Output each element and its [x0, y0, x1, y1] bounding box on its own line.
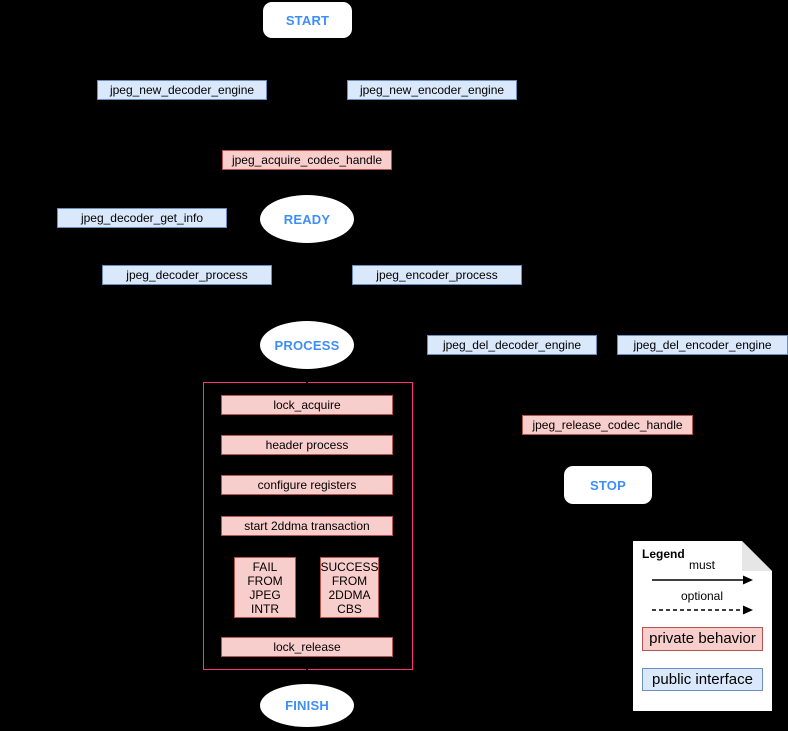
edge-label-jpeg-new-encoder-engine: jpeg_new_encoder_engine [347, 80, 517, 100]
legend-note: Legend must optional private behavior pu… [633, 541, 772, 711]
legend-private-behavior-swatch: private behavior [642, 627, 763, 651]
state-stop: STOP [564, 466, 652, 504]
connector-stub-top [306, 376, 308, 388]
step-start-2ddma-transaction: start 2ddma transaction [221, 516, 393, 536]
edge-label-jpeg-new-decoder-engine: jpeg_new_decoder_engine [97, 80, 267, 100]
step-configure-registers: configure registers [221, 475, 393, 495]
step-success-from-2ddma-cbs: SUCCESS FROM 2DDMA CBS [320, 557, 379, 618]
legend-title: Legend [642, 547, 685, 561]
process-steps-container [203, 382, 413, 670]
legend-optional-label: optional [680, 589, 724, 603]
edge-label-jpeg-del-encoder-engine: jpeg_del_encoder_engine [617, 335, 788, 355]
state-finish: FINISH [260, 684, 354, 727]
edge-label-jpeg-release-codec-handle: jpeg_release_codec_handle [522, 415, 693, 435]
edge-label-jpeg-acquire-codec-handle: jpeg_acquire_codec_handle [222, 150, 392, 170]
edge-label-jpeg-decoder-get-info: jpeg_decoder_get_info [57, 208, 227, 228]
solid-arrow-icon [652, 575, 753, 585]
step-header-process: header process [221, 435, 393, 455]
step-fail-from-jpeg-intr: FAIL FROM JPEG INTR [234, 557, 296, 618]
state-start: START [263, 2, 352, 38]
dashed-arrow-icon [652, 605, 753, 615]
edge-label-jpeg-decoder-process: jpeg_decoder_process [102, 265, 272, 285]
edge-label-jpeg-encoder-process: jpeg_encoder_process [352, 265, 522, 285]
legend-public-interface-swatch: public interface [642, 668, 763, 691]
legend-must-label: must [688, 558, 715, 572]
step-lock-release: lock_release [221, 637, 393, 657]
connector-stub-bottom [306, 664, 308, 676]
state-ready: READY [260, 195, 354, 243]
edge-label-jpeg-del-decoder-engine: jpeg_del_decoder_engine [427, 335, 597, 355]
step-lock-acquire: lock_acquire [221, 395, 393, 415]
state-process: PROCESS [260, 321, 354, 369]
